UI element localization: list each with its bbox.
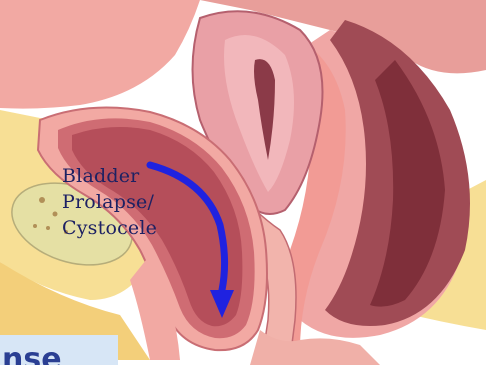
corner-banner-text: nse [2,345,62,365]
corner-banner: nse [0,335,118,365]
label-line-2: Prolapse/ [62,189,157,215]
bladder-prolapse-label: Bladder Prolapse/ Cystocele [62,163,157,241]
label-line-1: Bladder [62,163,157,189]
label-line-3: Cystocele [62,215,157,241]
